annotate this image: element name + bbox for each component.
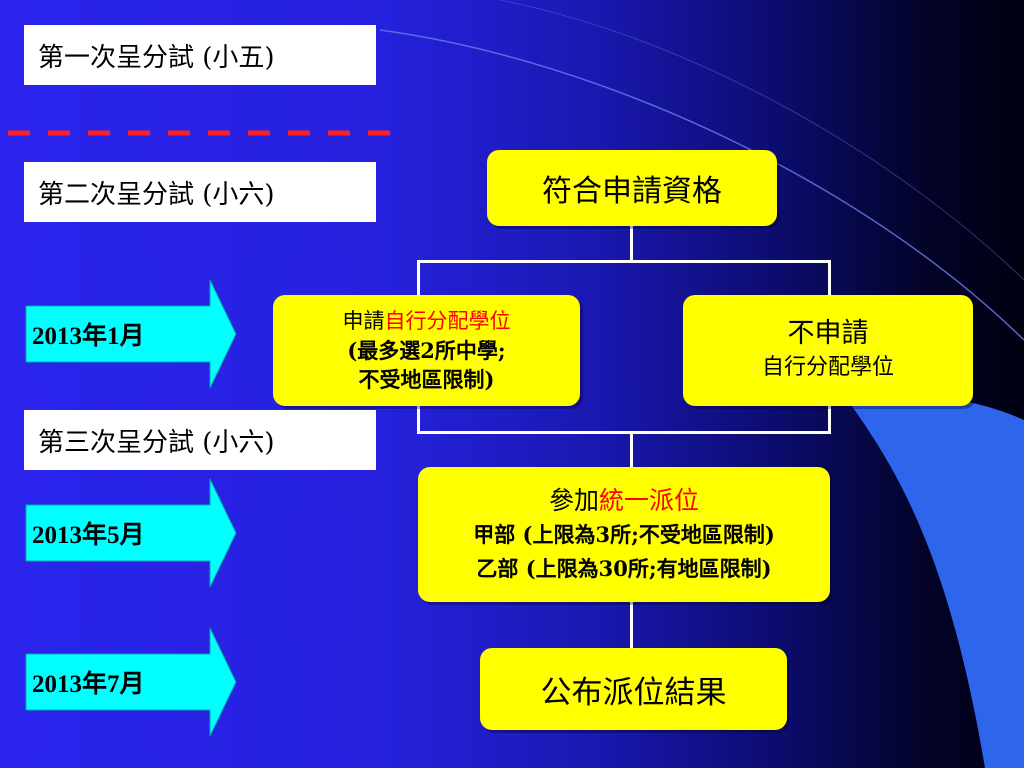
- apply-line3: 不受地區限制): [358, 367, 495, 392]
- arrow-right-icon: [25, 627, 237, 737]
- timeline-label-jul: 2013年7月: [32, 671, 145, 698]
- central-highlight: 統一派位: [599, 485, 700, 515]
- stage-label-third: 第三次呈分試 (小六): [24, 410, 376, 470]
- eligible-text: 符合申請資格: [542, 174, 722, 209]
- timeline-arrow-jul: 2013年7月: [24, 626, 238, 738]
- central-line3: 乙部 (上限為30所;有地區限制): [476, 555, 772, 581]
- timeline-label-jan: 2013年1月: [32, 323, 145, 350]
- apply-prefix: 申請: [342, 309, 385, 333]
- eligible-box: 符合申請資格: [487, 150, 777, 226]
- stage-label-second-text: 第二次呈分試 (小六): [38, 179, 275, 210]
- apply-line2: (最多選2所中學;: [347, 338, 506, 363]
- arrow-right-icon: [25, 279, 237, 389]
- arrow-right-icon: [25, 478, 237, 588]
- central-prefix: 參加: [548, 485, 599, 515]
- result-text: 公布派位結果: [540, 674, 727, 711]
- result-box: 公布派位結果: [480, 648, 787, 730]
- dashed-separator: [8, 130, 402, 136]
- connector-bottom: [630, 602, 633, 648]
- central-line2: 甲部 (上限為3所;不受地區限制): [473, 521, 775, 547]
- stage-label-second: 第二次呈分試 (小六): [24, 162, 376, 222]
- apply-box: 申請自行分配學位 (最多選2所中學; 不受地區限制): [273, 295, 580, 406]
- stage-label-first-text: 第一次呈分試 (小五): [38, 42, 275, 73]
- timeline-arrow-jan: 2013年1月: [24, 278, 238, 390]
- not-apply-line1: 不申請: [787, 317, 869, 349]
- timeline-arrow-may: 2013年5月: [24, 477, 238, 589]
- connector-merge-bottom: [417, 431, 831, 434]
- apply-highlight: 自行分配學位: [384, 309, 511, 333]
- stage-label-first: 第一次呈分試 (小五): [24, 25, 376, 85]
- connector-top: [630, 226, 633, 262]
- central-line1: 參加統一派位: [549, 484, 699, 518]
- central-allocation-box: 參加統一派位 甲部 (上限為3所;不受地區限制) 乙部 (上限為30所;有地區限…: [418, 467, 830, 602]
- connector-middle: [630, 431, 633, 467]
- not-apply-box: 不申請 自行分配學位: [683, 295, 973, 406]
- connector-split-top: [417, 260, 831, 263]
- not-apply-line2: 自行分配學位: [761, 354, 894, 380]
- stage-label-third-text: 第三次呈分試 (小六): [38, 427, 275, 458]
- apply-line1: 申請自行分配學位: [343, 307, 511, 336]
- timeline-label-may: 2013年5月: [32, 522, 145, 549]
